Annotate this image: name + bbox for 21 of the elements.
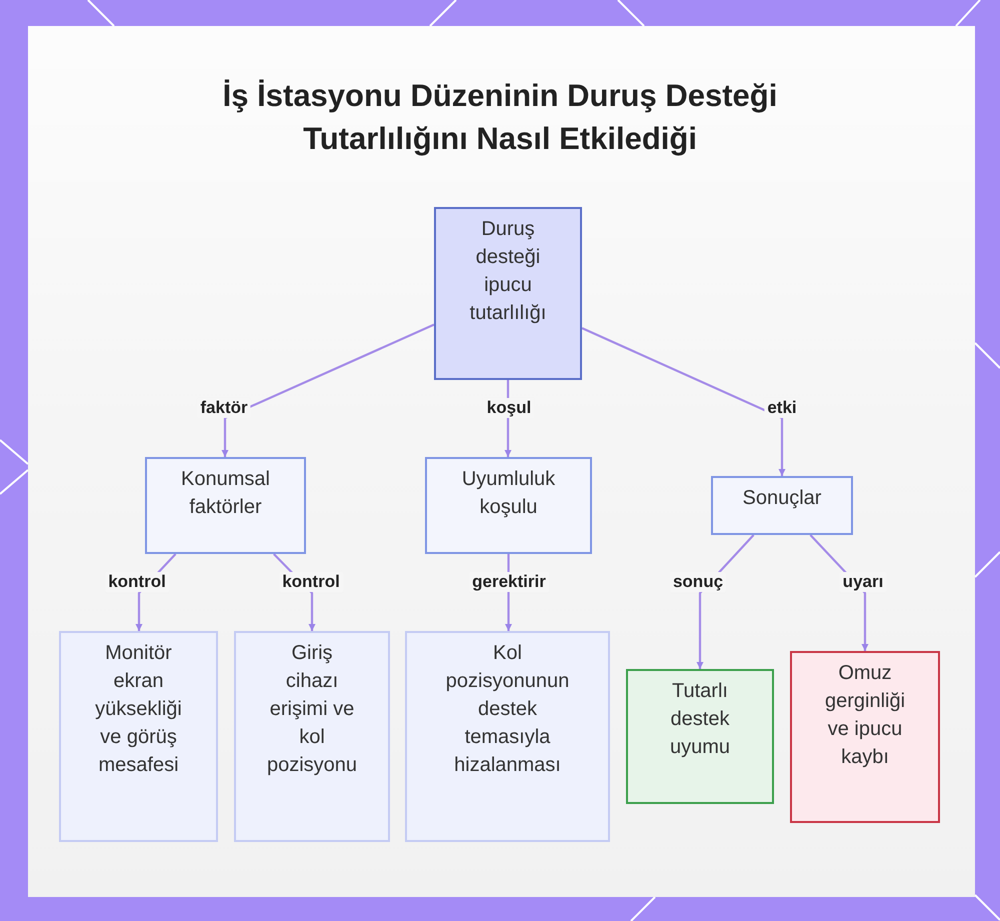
node-text: Duruş desteği ipucu tutarlılığı bbox=[468, 217, 548, 326]
arrow bbox=[582, 327, 786, 476]
process-box bbox=[405, 631, 610, 842]
diagram-title: İş İstasyonu Düzeninin Duruş Desteği Tutarlılığını Nasıl Etkilediği bbox=[222, 77, 778, 158]
arrow bbox=[222, 324, 434, 457]
process-box bbox=[711, 476, 853, 535]
process-box bbox=[145, 457, 306, 554]
node-text: Sonuçlar bbox=[742, 486, 822, 511]
process-box bbox=[234, 631, 390, 842]
process-box bbox=[59, 631, 218, 842]
node-text: Monitör ekran yüksekliği ve görüş mesafesi bbox=[94, 641, 183, 778]
process-box bbox=[425, 457, 592, 554]
node-text: Giriş cihazı erişimi ve kol pozisyonu bbox=[266, 641, 358, 778]
process-box bbox=[434, 207, 582, 380]
process-box bbox=[790, 651, 940, 823]
node-text: Konumsal faktörler bbox=[180, 467, 271, 520]
node-text: Kol pozisyonunun destek temasıyla hizalanması bbox=[444, 641, 570, 778]
node-text: Tutarlı destek uyumu bbox=[668, 679, 732, 760]
node-text: Omuz gerginliği ve ipucu kaybı bbox=[824, 661, 906, 770]
node-text: Uyumluluk koşulu bbox=[460, 467, 556, 520]
process-box bbox=[626, 669, 774, 804]
